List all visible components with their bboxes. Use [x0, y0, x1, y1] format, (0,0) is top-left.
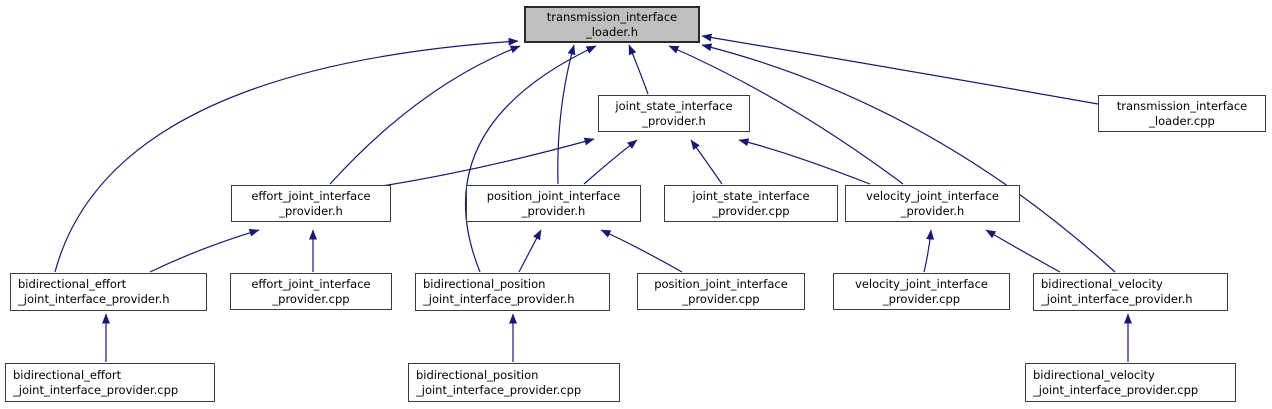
graph-node-bidir_position_cpp[interactable]: bidirectional_position_joint_interface_p…	[408, 363, 620, 402]
graph-node-position_h[interactable]: position_joint_interface_provider.h	[466, 185, 641, 222]
node-label-line2: _joint_interface_provider.cpp	[416, 382, 582, 397]
node-label-line1: joint_state_interface	[615, 98, 733, 113]
node-label-line2: _joint_interface_provider.h	[18, 292, 170, 306]
node-label-line1: effort_joint_interface	[251, 276, 371, 291]
node-label-line1: effort_joint_interface	[251, 188, 371, 203]
edge-effort_h-includes-loader_h	[329, 45, 521, 185]
node-label-line1: transmission_interface	[546, 9, 678, 24]
node-label-line1: position_joint_interface	[486, 188, 621, 203]
node-label-line2: _provider.cpp	[882, 291, 961, 306]
node-label-line2: _provider.cpp	[272, 291, 350, 306]
node-label-line2: _provider.h	[279, 203, 343, 218]
node-label-line1: bidirectional_velocity	[1033, 367, 1155, 382]
edge-position_h-includes-loader_h	[557, 44, 576, 185]
node-label-line1: bidirectional_position	[423, 277, 546, 292]
node-label-line1: position_joint_interface	[654, 276, 788, 291]
graph-node-bidir_position_h[interactable]: bidirectional_position_joint_interface_p…	[415, 273, 610, 311]
node-label-line1: bidirectional_effort	[18, 277, 127, 292]
node-label-line1: bidirectional_position	[416, 367, 539, 382]
edge-loader_cpp-includes-loader_h	[701, 33, 1099, 105]
node-label-line2: _loader.cpp	[1149, 113, 1215, 128]
node-label-line2: _joint_interface_provider.cpp	[13, 382, 179, 397]
graph-node-effort_cpp[interactable]: effort_joint_interface_provider.cpp	[230, 273, 392, 310]
node-label-line1: velocity_joint_interface	[866, 188, 999, 203]
graph-node-effort_h[interactable]: effort_joint_interface_provider.h	[231, 185, 391, 222]
node-label-line2: _provider.h	[642, 113, 706, 128]
edge-velocity_h-includes-loader_h	[668, 45, 904, 185]
edge-bidir_effort_h-includes-loader_h	[54, 37, 519, 273]
node-label-line2: _joint_interface_provider.cpp	[1033, 382, 1199, 397]
edge-position_h-includes-joint_state_h	[583, 139, 638, 185]
graph-node-bidir_effort_cpp[interactable]: bidirectional_effort_joint_interface_pro…	[5, 363, 215, 402]
graph-node-joint_state_cpp[interactable]: joint_state_interface_provider.cpp	[664, 185, 838, 222]
graph-node-loader_cpp[interactable]: transmission_interface_loader.cpp	[1098, 95, 1266, 132]
node-label-line2: _provider.cpp	[682, 291, 760, 306]
edge-bidir_velocity_h-includes-loader_h	[701, 43, 1116, 273]
edge-bidir_velocity_h-includes-velocity_h	[985, 229, 1061, 273]
node-label-line1: joint_state_interface	[692, 188, 810, 203]
node-label-line2: _provider.h	[521, 203, 586, 218]
node-label-line2: _joint_interface_provider.h	[1041, 292, 1193, 306]
node-label-line1: bidirectional_velocity	[1041, 277, 1163, 292]
node-label-line1: velocity_joint_interface	[855, 276, 988, 291]
node-label-line1: transmission_interface	[1116, 98, 1248, 113]
edge-position_cpp-includes-position_h	[600, 229, 683, 273]
graph-node-velocity_cpp[interactable]: velocity_joint_interface_provider.cpp	[833, 273, 1010, 310]
graph-node-bidir_velocity_cpp[interactable]: bidirectional_velocity_joint_interface_p…	[1025, 363, 1236, 402]
graph-node-bidir_velocity_h[interactable]: bidirectional_velocity_joint_interface_p…	[1033, 273, 1228, 311]
graph-node-position_cpp[interactable]: position_joint_interface_provider.cpp	[637, 273, 805, 310]
graph-node-velocity_h[interactable]: velocity_joint_interface_provider.h	[845, 185, 1020, 222]
edge-joint_state_cpp-includes-joint_state_h	[690, 139, 723, 185]
edge-bidir_effort_h-includes-effort_h	[149, 228, 260, 273]
graph-node-joint_state_h[interactable]: joint_state_interface_provider.h	[598, 95, 750, 132]
edge-bidir_position_h-includes-position_h	[518, 229, 542, 273]
edge-effort_h-includes-joint_state_h	[381, 137, 595, 187]
edge-velocity_cpp-includes-velocity_h	[923, 229, 935, 273]
node-label-line2: _joint_interface_provider.h	[423, 292, 575, 306]
node-label-line2: _loader.h	[585, 24, 639, 39]
edge-velocity_h-includes-joint_state_h	[738, 138, 871, 185]
graph-node-loader_h[interactable]: transmission_interface_loader.h	[524, 6, 700, 43]
node-label-line2: _provider.h	[900, 203, 965, 218]
node-label-line1: bidirectional_effort	[13, 367, 122, 382]
graph-node-bidir_effort_h[interactable]: bidirectional_effort_joint_interface_pro…	[10, 273, 207, 311]
node-label-line2: _provider.cpp	[712, 203, 790, 218]
edge-bidir_position_h-includes-loader_h	[465, 45, 597, 273]
edge-joint_state_h-includes-loader_h	[628, 44, 649, 95]
